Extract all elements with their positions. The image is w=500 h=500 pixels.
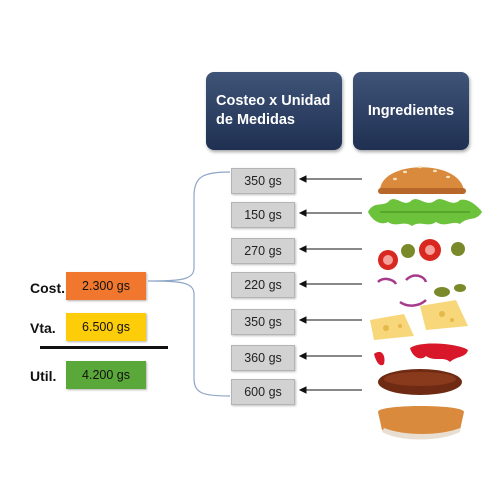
header-ingredientes: Ingredientes <box>353 72 469 150</box>
sale-value-box: 6.500 gs <box>66 313 146 341</box>
arrowhead-6 <box>298 352 307 360</box>
cost-label: Cost. <box>30 280 65 296</box>
tomato-pickle-icon <box>378 239 465 270</box>
header-costeo-line1: Costeo x Unidad <box>216 93 331 109</box>
grouping-brace <box>147 171 231 397</box>
unit-cost-box-7: 600 gs <box>231 379 295 405</box>
header-ingredientes-label: Ingredientes <box>367 102 455 119</box>
header-costeo: Costeo x Unidad de Medidas <box>206 72 342 150</box>
ingredient-arrows <box>298 175 362 394</box>
onion-icon <box>377 274 466 307</box>
unit-cost-box-2: 150 gs <box>231 202 295 228</box>
cost-value-box: 2.300 gs <box>66 272 146 300</box>
arrowhead-5 <box>298 316 307 324</box>
lettuce-icon <box>368 199 482 226</box>
unit-cost-box-1: 350 gs <box>231 168 295 194</box>
profit-label: Util. <box>30 368 57 384</box>
burger-illustration <box>368 165 482 440</box>
cheese-icon <box>370 300 468 340</box>
arrowhead-1 <box>298 175 307 183</box>
unit-cost-box-6: 360 gs <box>231 345 295 371</box>
top-bun-icon <box>378 165 466 194</box>
unit-cost-box-4: 220 gs <box>231 272 295 298</box>
sale-label: Vta. <box>30 320 56 336</box>
bottom-bun-icon <box>378 406 464 440</box>
arrowhead-7 <box>298 386 307 394</box>
profit-value-box: 4.200 gs <box>66 361 146 389</box>
unit-cost-box-3: 270 gs <box>231 238 295 264</box>
arrowhead-2 <box>298 209 307 217</box>
ketchup-icon <box>374 343 468 366</box>
arrowhead-4 <box>298 280 307 288</box>
header-costeo-line2: de Medidas <box>216 112 295 128</box>
arrowhead-3 <box>298 245 307 253</box>
unit-cost-box-5: 350 gs <box>231 309 295 335</box>
patty-icon <box>378 369 462 395</box>
sum-divider <box>40 346 168 349</box>
